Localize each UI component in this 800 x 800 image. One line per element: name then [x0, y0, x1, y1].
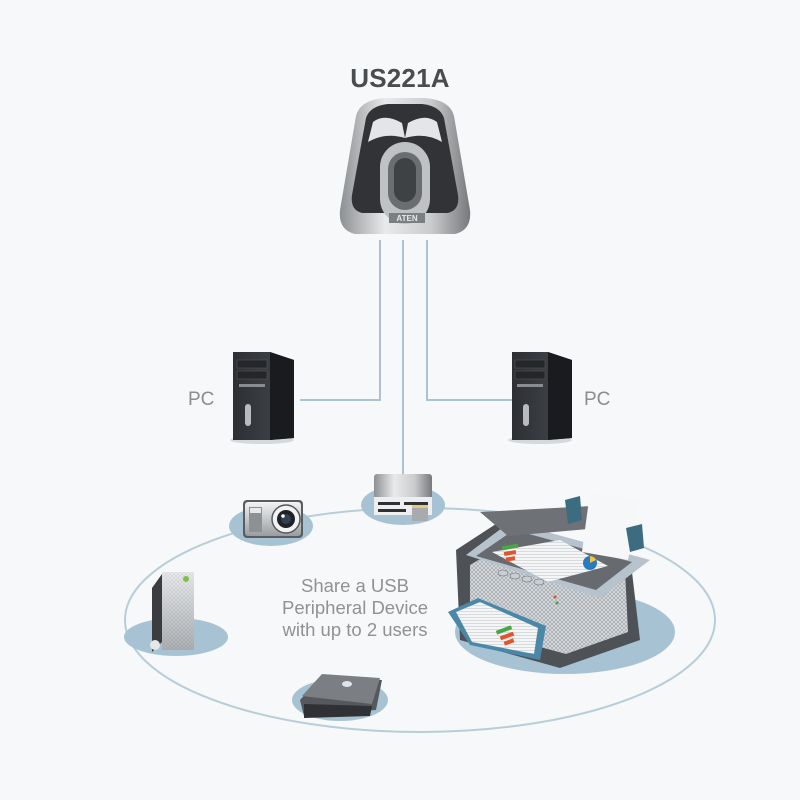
scanner-icon [292, 674, 388, 721]
caption-line-1: Share a USB [301, 575, 409, 596]
cable-right [426, 240, 512, 401]
pc-right-tower-icon [508, 352, 572, 444]
cable-left [300, 240, 381, 401]
pc-left-tower-icon [230, 352, 294, 444]
hard-drive-icon [124, 572, 228, 656]
usb-switch-icon: ATEN [339, 98, 471, 234]
center-caption: Share a USB Peripheral Device with up to… [250, 575, 460, 641]
camera-icon [229, 500, 313, 546]
pc-right-label: PC [584, 389, 611, 410]
printer-icon [448, 492, 675, 674]
caption-line-2: Peripheral Device [281, 597, 428, 618]
product-title: US221A [350, 63, 450, 93]
svg-text:ATEN: ATEN [396, 214, 417, 223]
caption-line-3: with up to 2 users [282, 619, 428, 640]
pc-left-label: PC [188, 389, 215, 410]
card-reader-icon [361, 474, 445, 525]
